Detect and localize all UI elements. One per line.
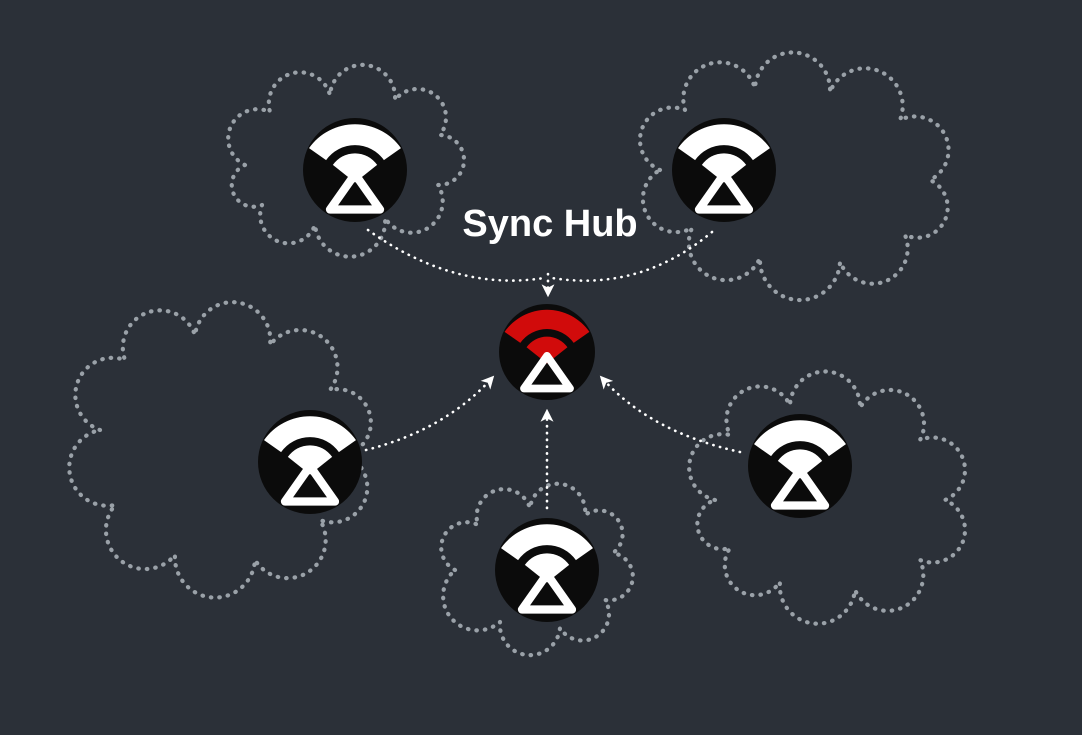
cloud-bottom-center xyxy=(439,481,635,658)
sync-node-icon-bottom-center xyxy=(495,518,599,622)
cloud-middle-right xyxy=(687,369,968,626)
sync-node-icon-middle-right xyxy=(748,414,852,518)
sync-hub-icon xyxy=(499,304,595,400)
diagram-title: Sync Hub xyxy=(462,203,637,245)
arrow-top-right-to-hub xyxy=(550,230,714,282)
arrow-right-to-hub xyxy=(599,375,742,454)
sync-node-icon-top-right xyxy=(672,118,776,222)
cloud-top-left xyxy=(226,62,467,259)
sync-node-icon-middle-left xyxy=(258,410,362,514)
arrow-left-to-hub xyxy=(364,375,495,452)
sync-node-icon-top-left xyxy=(303,118,407,222)
arrow-group xyxy=(364,228,742,510)
